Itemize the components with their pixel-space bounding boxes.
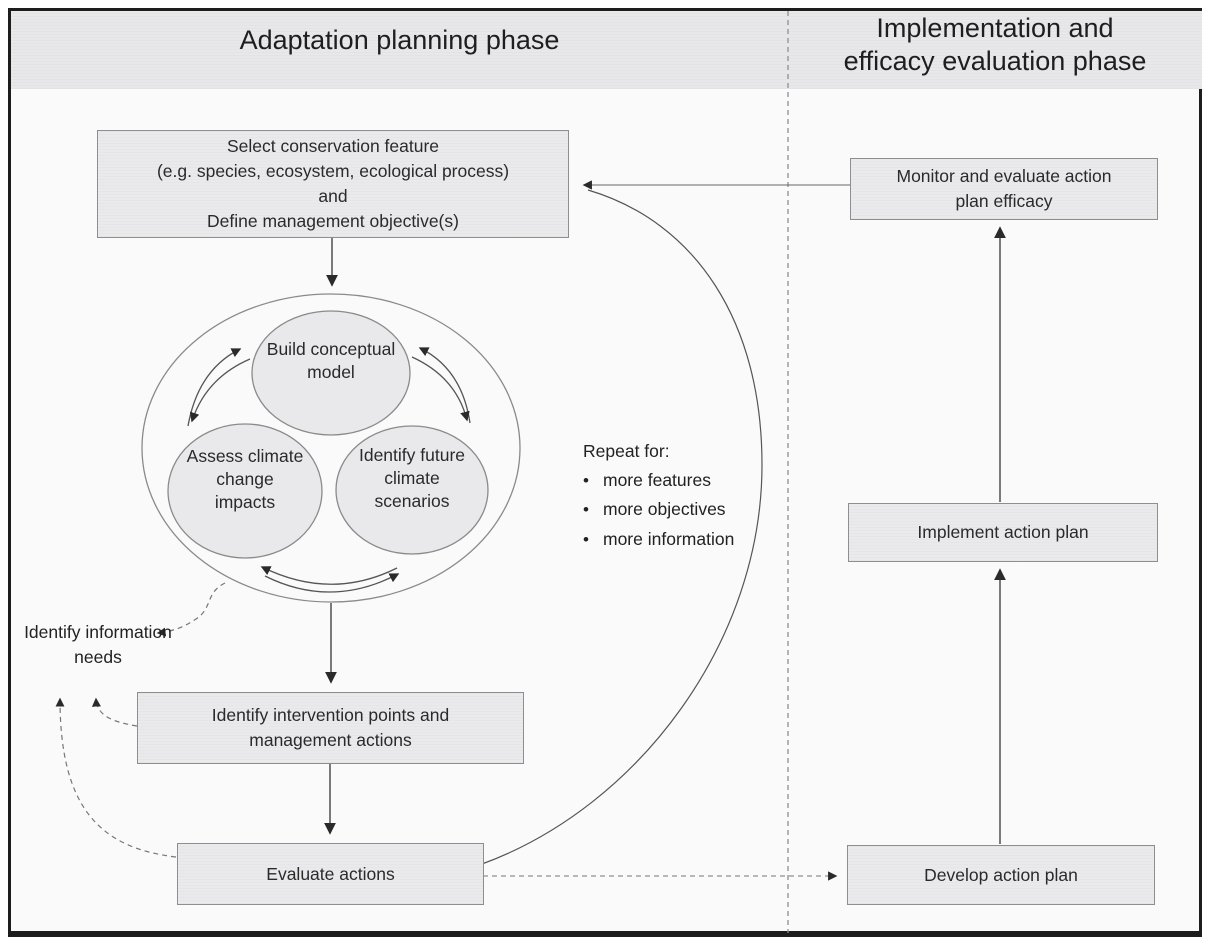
implementation-phase-title-line2: efficacy evaluation phase <box>843 46 1147 76</box>
planning-phase-title: Adaptation planning phase <box>239 25 560 55</box>
bullet-icon: • <box>583 470 589 490</box>
assess-impacts-label: Assess climate change impacts <box>186 446 304 512</box>
future-scenarios-label: Identify future climate scenarios <box>358 445 466 511</box>
evaluate-actions-label: Evaluate actions <box>266 863 395 884</box>
intervention-points-box: Identify intervention points and managem… <box>137 692 524 764</box>
bullet-icon: • <box>583 500 589 519</box>
select-feature-line1: Select conservation feature <box>226 136 440 156</box>
repeat-note-title: Repeat for: <box>583 441 670 461</box>
intervention-points-label: Identify intervention points and managem… <box>211 705 450 750</box>
build-to-assess-arrow <box>189 358 251 423</box>
repeat-note-item-text: more objectives <box>603 499 726 519</box>
evaluate-actions-box: Evaluate actions <box>177 843 484 905</box>
select-feature-line2: (e.g. species, ecosystem, ecological pro… <box>156 161 510 181</box>
assess-to-scenarios-arrow <box>264 573 400 593</box>
future-scenarios-ellipse <box>335 425 489 555</box>
assess-impacts-ellipse <box>167 423 323 559</box>
implementation-phase-title: Implementation and efficacy evaluation p… <box>788 12 1202 78</box>
repeat-note-item: • more objectives <box>583 495 783 525</box>
scenarios-to-assess-arrow <box>260 566 398 585</box>
cycle-to-needs-arrow <box>156 582 226 637</box>
select-feature-box: Select conservation feature (e.g. specie… <box>97 130 569 238</box>
implement-plan-box: Implement action plan <box>848 503 1158 562</box>
phase-header-band <box>11 11 1202 89</box>
monitor-efficacy-box: Monitor and evaluate action plan efficac… <box>850 158 1158 220</box>
build-model-ellipse <box>251 310 411 436</box>
develop-plan-label: Develop action plan <box>924 864 1078 885</box>
intervention-to-needs-arrow <box>91 697 138 727</box>
select-feature-line4: Define management objective(s) <box>207 211 459 231</box>
assess-to-build-arrow <box>187 348 242 427</box>
monitor-efficacy-label: Monitor and evaluate action plan efficac… <box>896 166 1112 211</box>
develop-plan-box: Develop action plan <box>847 845 1155 905</box>
build-to-scenarios-arrow <box>411 356 470 422</box>
repeat-note-item: • more features <box>583 466 783 496</box>
repeat-note-item-text: more features <box>603 469 711 490</box>
cycle-outer-ellipse <box>141 293 521 603</box>
bullet-icon: • <box>583 529 589 549</box>
scenarios-to-build-arrow <box>418 347 471 424</box>
repeat-note-item-text: more information <box>603 528 735 549</box>
repeat-note-item: • more information <box>583 525 783 555</box>
implementation-phase-title-line1: Implementation and <box>876 13 1114 43</box>
evaluate-to-needs-arrow <box>55 697 177 858</box>
identify-needs-label: Identify information needs <box>24 622 172 667</box>
implement-plan-label: Implement action plan <box>917 522 1089 542</box>
select-feature-line3: and <box>318 186 348 206</box>
repeat-note: Repeat for: • more features • more objec… <box>583 437 783 554</box>
evaluate-to-select-loop-curve <box>481 189 763 865</box>
build-model-label: Build conceptual model <box>266 339 396 382</box>
